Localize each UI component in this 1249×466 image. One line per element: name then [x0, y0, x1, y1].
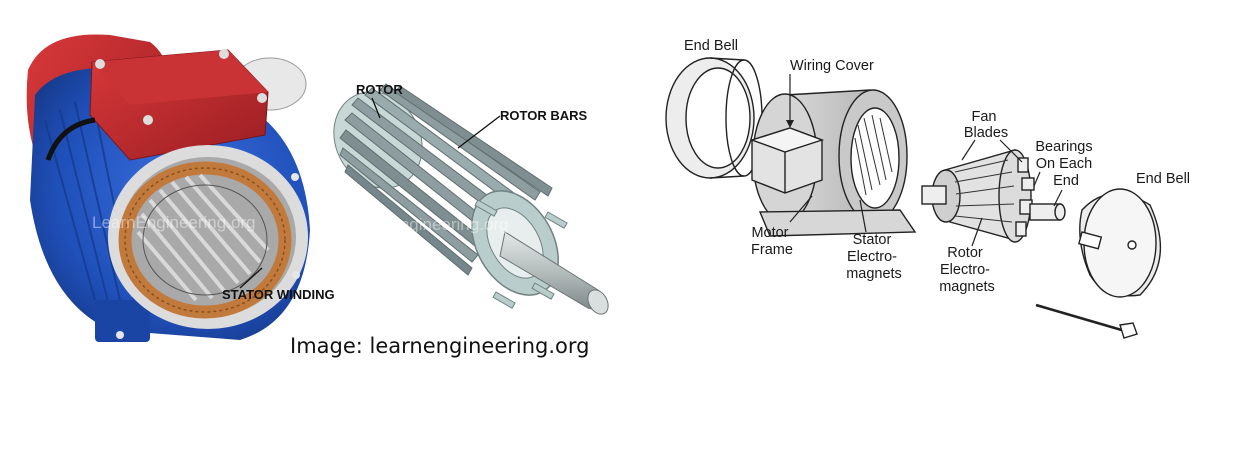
- watermark-left: LearnEngineering.org: [92, 213, 256, 232]
- watermark-rotor: LearnEngineering.org: [345, 215, 509, 234]
- fan-blades-label: Fan Blades: [964, 109, 1008, 141]
- through-bolt: [1035, 303, 1126, 333]
- motor-photo: LearnEngineering.org: [26, 34, 310, 342]
- stator-label: Stator Electro- magnets: [846, 232, 902, 282]
- wiring-cover-label: Wiring Cover: [790, 58, 874, 74]
- stator-slots: [136, 173, 270, 302]
- rotor-bars-label: ROTOR BARS: [500, 108, 587, 123]
- fan-blades-part: [1015, 157, 1035, 237]
- motor-foot: [95, 300, 150, 342]
- rotor-cage: LearnEngineering.org: [333, 83, 609, 315]
- rotor-label: ROTOR: [356, 82, 403, 97]
- stator-winding-label: STATOR WINDING: [222, 287, 335, 302]
- rotor-bars: [339, 83, 553, 276]
- motor-frame-label: Motor Frame: [751, 225, 793, 258]
- rotor-line-label: Rotor Electro- magnets: [939, 245, 995, 295]
- end-bell-left-label: End Bell: [684, 38, 738, 54]
- image-credit: Image: learnengineering.org: [290, 334, 590, 358]
- end-bell-right-label: End Bell: [1136, 171, 1190, 187]
- exploded-diagram: [665, 57, 1162, 339]
- end-ring-tabs: [474, 199, 568, 309]
- bearings-label: Bearings On Each End: [1035, 139, 1096, 189]
- power-cable: [45, 117, 96, 161]
